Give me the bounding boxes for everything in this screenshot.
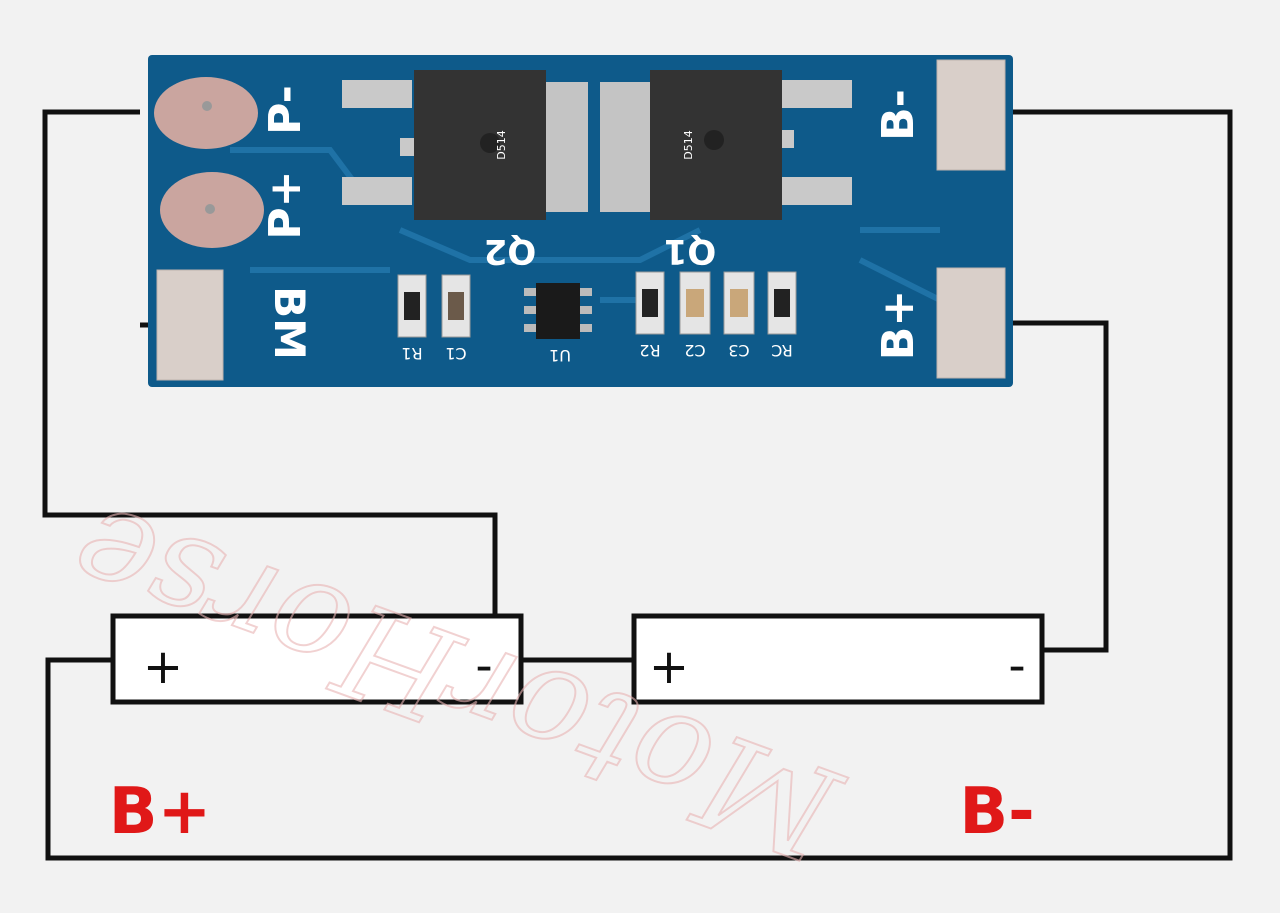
cell-1-plus: + xyxy=(143,639,183,695)
pcb-body xyxy=(148,55,1013,387)
label-terminal-b-minus: B- xyxy=(959,775,1034,849)
label-c3: C3 xyxy=(728,341,749,360)
pad-bm xyxy=(156,269,224,381)
label-terminal-b-plus: B+ xyxy=(109,775,211,849)
label-b-minus: B- xyxy=(873,89,924,141)
cell-2-minus: - xyxy=(1008,638,1025,694)
label-b-plus: B+ xyxy=(873,290,924,360)
pad-b-plus xyxy=(936,267,1006,379)
mosfet-marking-q1: D514 xyxy=(682,130,695,159)
smd-components xyxy=(397,271,797,339)
label-rc: RC xyxy=(771,341,793,360)
wires xyxy=(42,109,1233,861)
label-c2: C2 xyxy=(684,341,705,360)
battery-cell-1: + - xyxy=(110,613,524,705)
silkscreen: P- P+ BM B- B+ Q2 Q1 R1 C1 U1 R2 C2 C3 R… xyxy=(260,85,924,365)
label-u1: U1 xyxy=(549,346,571,365)
battery-cell-2: + - xyxy=(631,613,1045,705)
cell-1-minus: - xyxy=(475,638,492,694)
mosfet-q1 xyxy=(600,70,852,220)
pcb-traces xyxy=(230,147,942,303)
mosfet-marking-q2: D514 xyxy=(495,130,508,159)
ic-u1 xyxy=(536,283,580,339)
label-r1: R1 xyxy=(401,344,422,363)
label-p-plus: P+ xyxy=(260,170,311,239)
cell-2-plus: + xyxy=(649,639,689,695)
pad-b-minus xyxy=(936,59,1006,171)
label-bm: BM xyxy=(265,286,314,360)
wire-b-minus xyxy=(45,109,1233,861)
mosfet-q2 xyxy=(342,70,588,220)
label-p-minus: P- xyxy=(260,85,311,135)
label-q1: Q1 xyxy=(664,231,717,271)
label-c1: C1 xyxy=(445,344,466,363)
protection-board: P- P+ BM B- B+ Q2 Q1 R1 C1 U1 R2 C2 C3 R… xyxy=(148,55,1013,387)
pad-p-minus xyxy=(154,77,258,149)
wire-b-plus xyxy=(1010,320,1109,653)
wire-p-minus xyxy=(42,109,498,615)
label-q2: Q2 xyxy=(484,231,537,271)
label-r2: R2 xyxy=(639,341,660,360)
